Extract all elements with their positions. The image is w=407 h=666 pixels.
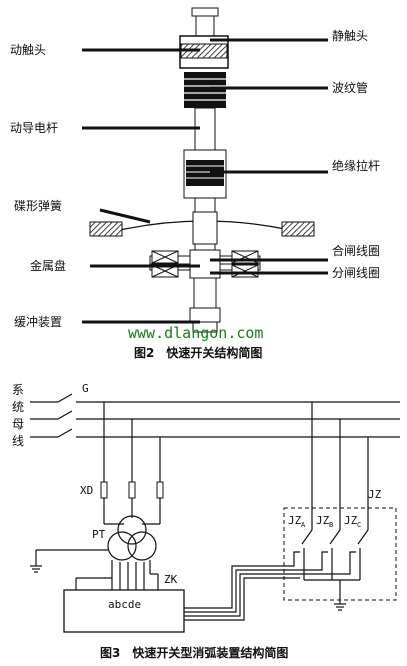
watermark: www.dlangon.com xyxy=(128,324,263,342)
spring-left-mount xyxy=(89,221,123,237)
pt-secondary-wires xyxy=(111,560,159,590)
label-moving-rod: 动导电杆 xyxy=(10,121,58,135)
jz-feeders xyxy=(311,402,369,530)
jz-c-label: JZ C xyxy=(344,514,361,529)
fuse-c xyxy=(156,481,164,499)
bus-char-4: 线 xyxy=(12,434,24,448)
bellows-ribs xyxy=(184,78,226,101)
buffer-body xyxy=(189,307,221,323)
svg-text:JZ: JZ xyxy=(316,514,330,527)
pt-feeders xyxy=(103,402,161,525)
bus-char-2: 统 xyxy=(12,400,24,414)
label-xd: XD xyxy=(80,484,93,497)
spring-right-mount xyxy=(281,221,315,237)
svg-text:A: A xyxy=(301,521,306,529)
figure3-caption: 图3 快速开关型消弧装置结构简图 xyxy=(100,645,288,660)
label-jz: JZ xyxy=(368,488,382,501)
spring-hub xyxy=(192,211,218,245)
figure3-arc-suppression-structure: 系 统 母 线 G XD PT xyxy=(12,382,400,660)
svg-text:C: C xyxy=(357,521,361,529)
label-metal-disc: 金属盘 xyxy=(30,258,66,273)
label-closing-coil: 合闸线圈 xyxy=(332,243,380,258)
svg-text:B: B xyxy=(329,521,333,529)
label-opening-coil: 分闸线圈 xyxy=(332,266,380,280)
label-insulating-rod: 绝缘拉杆 xyxy=(332,158,380,173)
pt-winding-right xyxy=(127,531,157,561)
bellows-body xyxy=(184,72,226,108)
shaft-bottom xyxy=(193,277,217,309)
bus-char-1: 系 xyxy=(12,383,24,397)
label-zk: ZK xyxy=(164,573,178,586)
jz-switches xyxy=(301,529,369,611)
buffer-base xyxy=(192,321,218,333)
ground-left xyxy=(30,549,112,590)
label-buffer: 缓冲装置 xyxy=(14,314,62,329)
control-cables xyxy=(184,551,356,621)
figure2-switch-structure: 动触头 静触头 波纹管 动导电杆 绝缘拉杆 碟形弹簧 金属盘 合闸线圈 分闸线圈… xyxy=(10,7,380,360)
closing-coil-left xyxy=(151,250,179,264)
jz-a-label: JZ A xyxy=(288,514,306,529)
leader-lines xyxy=(82,38,328,324)
fuse-a xyxy=(100,481,108,499)
label-disc-spring: 碟形弹簧 xyxy=(14,198,62,213)
figure2-caption: 图2 快速开关结构简图 xyxy=(134,345,262,360)
static-rod xyxy=(195,15,215,37)
label-bellows: 波纹管 xyxy=(332,80,368,95)
label-controller: abcde xyxy=(108,598,141,611)
label-pt: PT xyxy=(92,528,106,541)
jz-b-label: JZ B xyxy=(316,514,333,529)
svg-text:JZ: JZ xyxy=(288,514,302,527)
svg-text:JZ: JZ xyxy=(344,514,358,527)
label-static-contact: 静触头 xyxy=(332,29,368,43)
top-cap xyxy=(191,7,219,17)
bus-lines xyxy=(30,393,400,438)
pt-winding-top xyxy=(117,515,147,545)
label-g: G xyxy=(82,382,89,395)
opening-coil-right xyxy=(231,264,259,278)
bus-char-3: 母 xyxy=(12,417,24,431)
pt-winding-left xyxy=(107,531,137,561)
label-moving-contact: 动触头 xyxy=(10,43,46,57)
fuse-b xyxy=(128,481,136,499)
controller-box xyxy=(63,589,185,633)
